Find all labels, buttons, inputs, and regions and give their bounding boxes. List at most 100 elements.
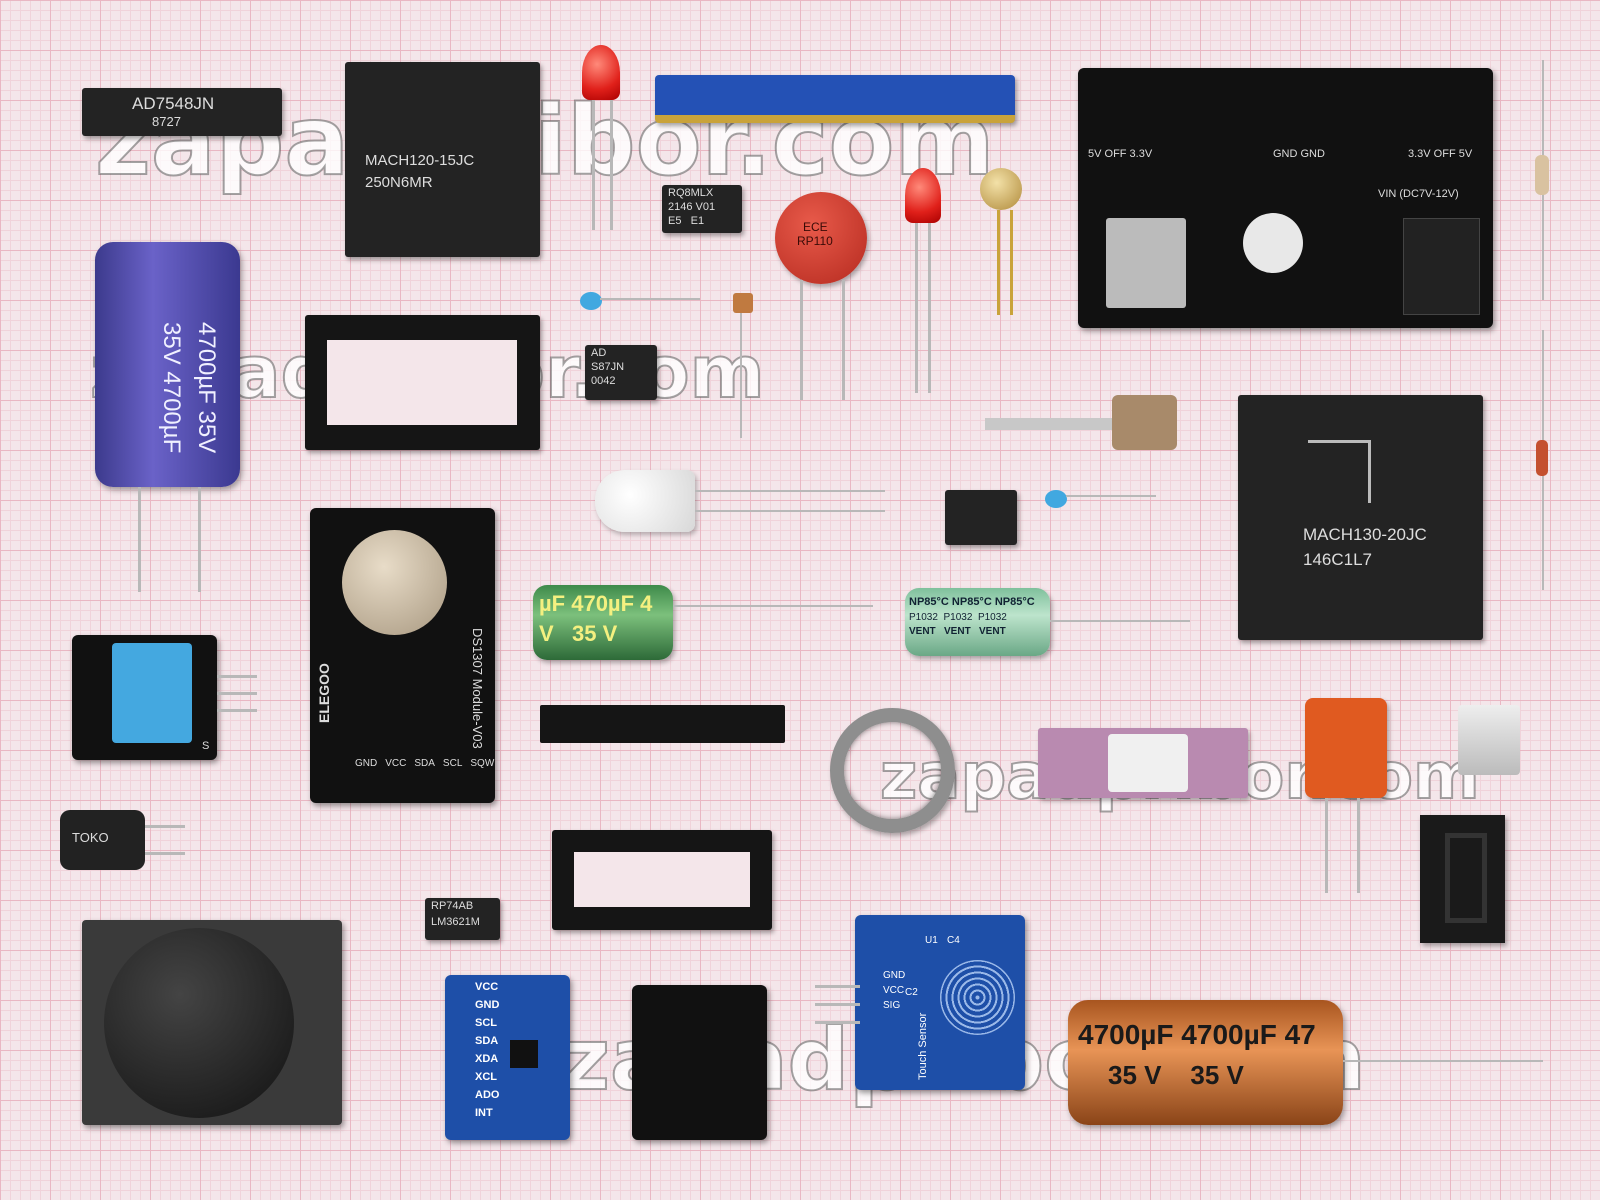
pin-label: SIG	[883, 1000, 901, 1011]
ic-lm3621: RP74AB LM3621M	[425, 898, 500, 940]
chip-label: MACH120-15JC	[365, 152, 475, 169]
nonpolar-capacitor: NP85°C NP85°C NP85°C P1032 P1032 P1032 V…	[905, 588, 1050, 656]
edge-connector	[655, 75, 1015, 123]
touch-pin-labels: GND VCC SIG	[883, 970, 905, 1011]
chip-label: E5 E1	[668, 215, 705, 227]
amd-logo-icon	[1308, 440, 1371, 503]
ceramic-capacitor	[580, 292, 602, 310]
pin-label: SDA	[475, 1035, 499, 1047]
dip-socket-small	[552, 830, 772, 930]
pin-label: GND	[475, 999, 500, 1011]
humidity-sensor	[112, 643, 192, 743]
header-pin	[217, 692, 257, 695]
inductor-label: TOKO	[72, 830, 109, 845]
metal-can-transistor	[980, 168, 1022, 210]
module-name: DS1307 Module-V03	[470, 628, 485, 749]
pin-header	[540, 705, 785, 743]
transistor-lead	[997, 210, 1000, 315]
potentiometer	[1112, 395, 1177, 450]
pin-label: XDA	[475, 1053, 499, 1065]
capacitor-lead	[1050, 620, 1190, 622]
chip-label: 0042	[591, 375, 616, 387]
socket-opening	[327, 340, 517, 425]
pin-label: GND	[883, 970, 906, 981]
capacitor-label: NP85°C NP85°C NP85°C	[909, 596, 1035, 608]
brand-label: ELEGOO	[316, 663, 332, 723]
chip-label: S87JN	[591, 361, 625, 373]
ic-mach-plcc-small: MACH120-15JC 250N6MR	[345, 62, 540, 257]
ceramic-eprom	[1038, 728, 1248, 798]
chip-label: AD	[591, 347, 607, 359]
capacitor-label: VENT VENT VENT	[909, 626, 1006, 637]
chip-label: 8727	[152, 114, 181, 129]
ceramic-capacitor-brown	[733, 293, 753, 313]
pin-label: XCL	[475, 1071, 497, 1083]
chip-label: 2146 V01	[668, 201, 716, 213]
led-lead	[915, 223, 918, 393]
led-lead	[610, 100, 613, 230]
pin-label: INT	[475, 1107, 493, 1119]
pcb-label: C2	[905, 987, 918, 998]
capacitor-lead	[1066, 495, 1156, 497]
pcb-label: 5V OFF 3.3V	[1088, 148, 1153, 160]
capacitor-lead	[740, 313, 742, 438]
metal-ring	[830, 708, 955, 833]
capacitor-lead	[1343, 1060, 1543, 1062]
pin-label: SQW	[470, 758, 495, 769]
capacitor-lead	[138, 487, 141, 592]
coin-cell-battery	[342, 530, 447, 635]
pin-label: GND	[355, 758, 378, 769]
resistor	[1535, 155, 1549, 195]
capacitor-lead	[673, 605, 873, 607]
gy521-pin-labels: VCC GND SCL SDA XDA XCL ADO INT	[475, 981, 499, 1119]
ic-dip8	[945, 490, 1017, 545]
capacitor-label: 35V 4700µF	[158, 322, 185, 454]
led-lead	[928, 223, 931, 393]
capacitor	[1243, 213, 1303, 273]
inductor: TOKO	[60, 810, 145, 870]
joystick-module	[82, 920, 342, 1125]
pin-label: SCL	[442, 758, 463, 769]
eprom-window	[1108, 734, 1188, 792]
ic-ad-dip8: AD S87JN 0042	[585, 345, 657, 400]
usb-port	[1106, 218, 1186, 308]
capacitor-label: P1032 P1032 P1032	[909, 612, 1007, 623]
header-pin	[815, 985, 860, 988]
chip-label: RQ8MLX	[668, 187, 714, 199]
pin-label: S	[202, 740, 210, 752]
seven-segment-display	[1420, 815, 1505, 943]
electrolytic-capacitor-4700uf-axial: 4700µF 4700µF 47 35 V 35 V	[1068, 1000, 1343, 1125]
ic-ad7548: AD7548JN 8727	[82, 88, 282, 136]
chip-label: AD7548JN	[132, 94, 215, 113]
pcb-label: GND GND	[1273, 148, 1325, 160]
inductor-lead	[145, 825, 185, 828]
dht11-sensor-module: S	[72, 635, 217, 760]
clear-led	[595, 470, 695, 532]
varistor-lead	[842, 280, 845, 400]
touch-pad	[940, 960, 1015, 1035]
capacitor-label: 35 V 35 V	[1108, 1060, 1244, 1090]
header-pin	[217, 709, 257, 712]
electrolytic-capacitor-470uf: µF 470µF 4 V 35 V	[533, 585, 673, 660]
film-capacitor	[1305, 698, 1387, 798]
inductor-lead	[145, 852, 185, 855]
pin-label: SDA	[414, 758, 435, 769]
pin-label: SCL	[475, 1017, 497, 1029]
module-name: Touch Sensor	[917, 1012, 929, 1080]
varistor-label: ECE	[803, 220, 828, 234]
varistor: ECE RP110	[775, 192, 867, 284]
electrolytic-capacitor-4700uf: 35V 4700µF 4700µF 35V	[95, 242, 240, 487]
potentiometer-shaft	[985, 418, 1115, 430]
capacitor-label: V 35 V	[539, 621, 618, 646]
chip-label: MACH130-20JC	[1303, 525, 1427, 544]
chip-label: RP74AB	[431, 900, 474, 912]
socket-opening	[574, 852, 750, 907]
red-led	[582, 45, 620, 100]
gy521-accelerometer-module: VCC GND SCL SDA XDA XCL ADO INT	[445, 975, 570, 1140]
capacitor-label: 4700µF 35V	[193, 322, 220, 454]
pcb-label: C4	[947, 935, 960, 946]
chip-label: 250N6MR	[365, 174, 433, 191]
capacitor-lead	[600, 298, 700, 300]
led-lead	[592, 100, 595, 230]
varistor-label: RP110	[797, 234, 833, 248]
